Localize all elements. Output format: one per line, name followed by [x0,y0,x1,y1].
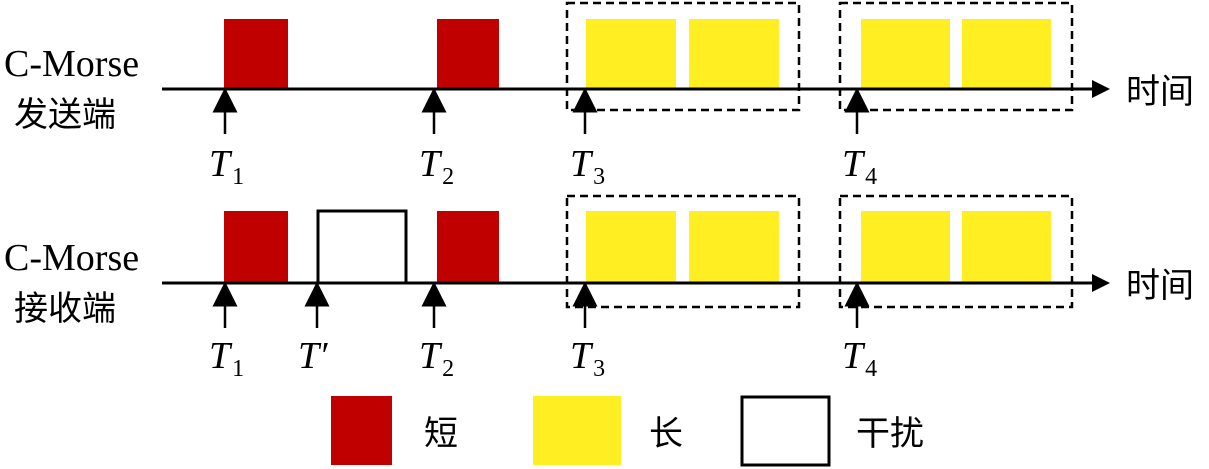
sender-long-group-1 [565,1,801,112]
receiver-long-pulse-2a [861,211,950,283]
legend-short-label: 短 [424,414,458,454]
legend-long-label: 长 [649,414,683,454]
receiver-interference-pulse [316,209,408,285]
receiver-label-t3: T3 [570,335,605,382]
sender-long-pulse-2a [861,19,950,89]
receiver-long-pulse-1b [689,211,779,283]
receiver-timeline-arrow [1092,274,1110,292]
sender-axis-label: 时间 [1126,72,1194,112]
sender-label-t1: T1 [209,143,244,190]
legend-interference-swatch [740,395,831,467]
sender-label-t2: T2 [419,143,454,190]
sender-subtitle: 发送端 [14,95,116,135]
legend-short-swatch [331,396,392,465]
receiver-label-t2: T2 [419,335,454,382]
sender-short-pulse-2 [437,19,499,89]
sender-timeline-arrow [1092,80,1110,98]
sender-title: C-Morse [4,43,139,85]
sender-long-pulse-2b [962,19,1051,89]
receiver-row: C-Morse 接收端 时间 T1 T′ T2 T3 T4 [4,194,1194,382]
receiver-label-t4: T4 [842,335,877,382]
legend: 短 长 干扰 [331,395,924,467]
sender-row: C-Morse 发送端 时间 T1 T2 T3 T4 [4,1,1194,190]
legend-long-swatch [533,396,621,465]
receiver-subtitle: 接收端 [14,289,116,329]
sender-long-pulse-1b [689,19,779,89]
sender-label-t4: T4 [842,143,877,190]
receiver-long-group-2 [838,194,1074,309]
sender-short-pulse-1 [224,19,288,89]
receiver-long-pulse-2b [962,211,1051,283]
receiver-title: C-Morse [4,237,139,279]
sender-label-t3: T3 [570,143,605,190]
receiver-axis-label: 时间 [1126,266,1194,306]
receiver-label-t1: T1 [209,335,244,382]
sender-long-pulse-1a [586,19,676,89]
receiver-short-pulse-2 [437,211,499,283]
sender-long-group-2 [838,1,1074,112]
receiver-short-pulse-1 [224,211,288,283]
receiver-long-group-1 [565,194,801,309]
receiver-long-pulse-1a [586,211,676,283]
receiver-label-tprime: T′ [298,335,328,377]
legend-interference-label: 干扰 [856,414,924,454]
